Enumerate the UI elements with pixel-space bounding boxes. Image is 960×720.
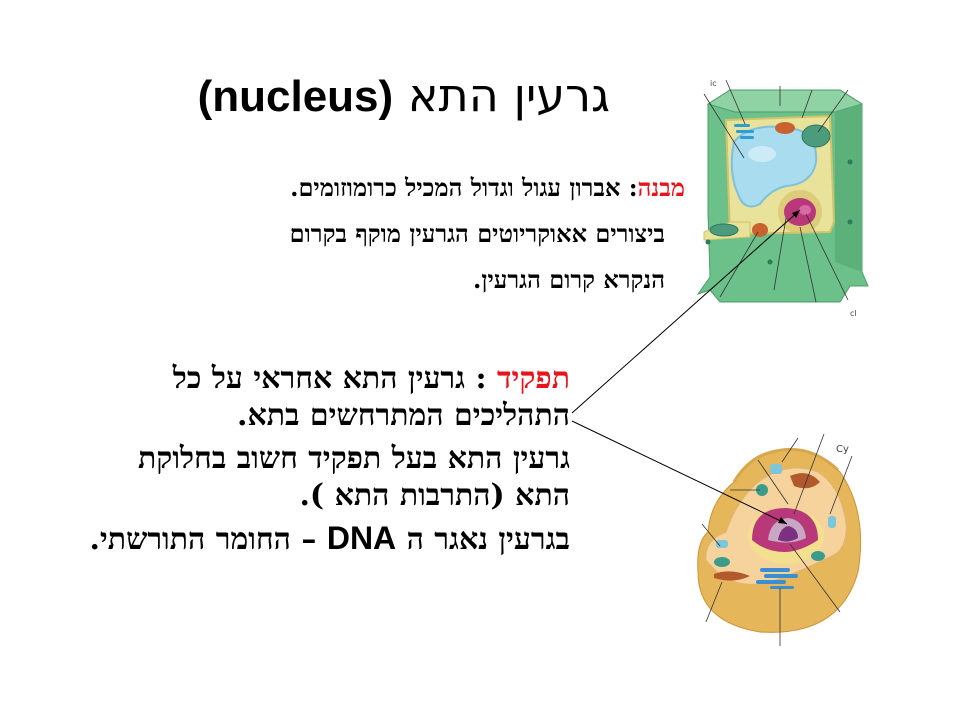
function-text-3b: – החומר התורשתי. [89, 522, 327, 557]
structure-separator: : [620, 173, 638, 202]
slide-title: גרעין התא (nucleus) [140, 62, 610, 132]
title-hebrew: גרעין התא [407, 68, 610, 122]
function-text-1: גרעין התא אחראי על כל התהליכים המתרחשים … [172, 361, 570, 433]
function-text-3a: בגרעין נאגר ה [396, 522, 570, 557]
plant-cell-icon: ic cl [696, 79, 869, 318]
structure-text-1: אברון עגול וגדול המכיל כרומוזומים. [290, 173, 621, 202]
svg-text:Cy: Cy [836, 444, 849, 455]
function-paragraph-2: גרעין התא בעל תפקיד חשוב בחלוקת התא (התר… [138, 441, 570, 513]
dna-term: DNA [326, 520, 397, 556]
function-paragraph-3: בגרעין נאגר ה DNA – החומר התורשתי. [80, 520, 570, 558]
svg-text:cl: cl [850, 309, 857, 318]
plant-cell-image: ic cl [690, 72, 880, 322]
title-english: (nucleus) [197, 72, 394, 121]
structure-label: מבנה [637, 173, 685, 202]
structure-section: מבנה: אברון עגול וגדול המכיל כרומוזומים.… [60, 165, 685, 303]
structure-line-1: מבנה: אברון עגול וגדול המכיל כרומוזומים. [60, 165, 685, 211]
animal-cell-icon: Cy [697, 433, 862, 646]
structure-line-3: הנקרא קרום הגרעין. [473, 265, 665, 294]
function-separator: : [465, 361, 498, 396]
animal-cell-image: Cy [690, 432, 870, 652]
function-paragraph-1: תפקיד : גרעין התא אחראי על כל התהליכים ה… [80, 360, 570, 434]
structure-line-2: ביצורים אאוקריוטים הגרעין מוקף בקרום [289, 219, 665, 248]
svg-text:ic: ic [710, 79, 717, 88]
function-section: תפקיד : גרעין התא אחראי על כל התהליכים ה… [80, 360, 570, 564]
function-label: תפקיד [497, 361, 570, 396]
